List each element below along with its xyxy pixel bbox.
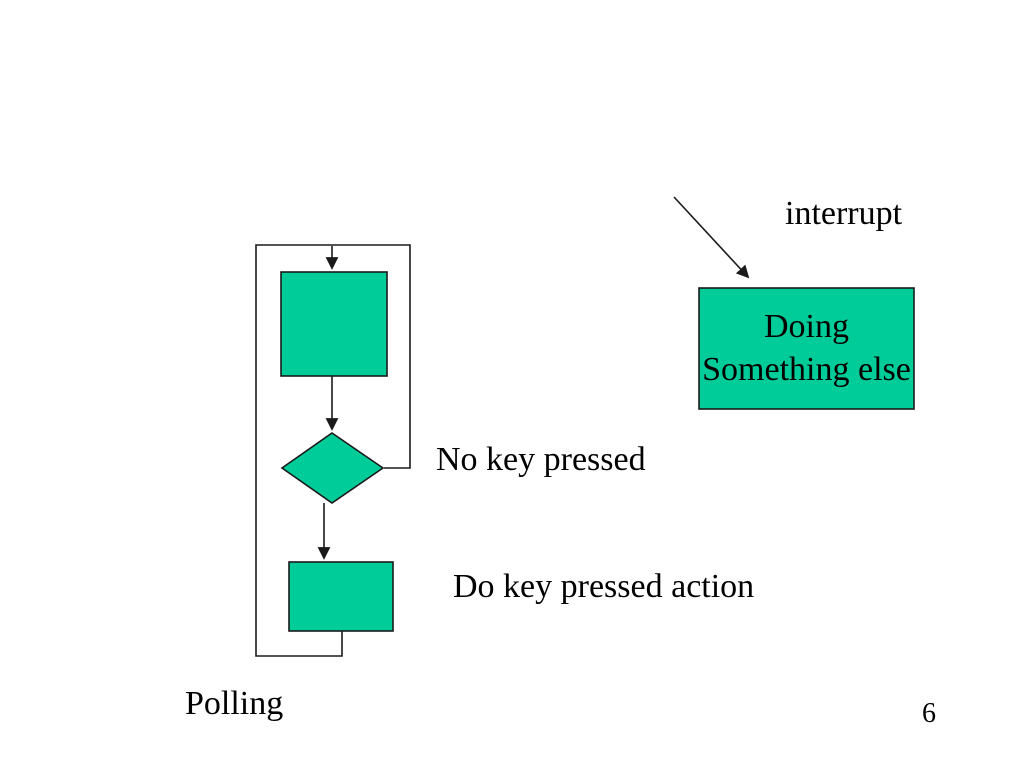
interrupt-arrow-icon — [673, 196, 750, 279]
page-number: 6 — [922, 698, 936, 729]
doing-box-label-line1: Doing — [764, 308, 849, 345]
doing-box-label-line2: Something else — [702, 350, 911, 388]
do-key-pressed-action-label: Do key pressed action — [453, 568, 755, 605]
key-action-box — [288, 561, 394, 632]
key-pressed-decision-diamond — [280, 432, 385, 504]
polling-check-box — [280, 271, 388, 377]
interrupt-label: interrupt — [785, 195, 903, 232]
doing-something-else-box — [698, 287, 915, 410]
polling-caption: Polling — [185, 685, 284, 722]
polling-loop-path — [255, 244, 411, 657]
no-key-pressed-label: No key pressed — [436, 441, 646, 478]
doing-box-label: Doing Something else — [699, 288, 914, 409]
